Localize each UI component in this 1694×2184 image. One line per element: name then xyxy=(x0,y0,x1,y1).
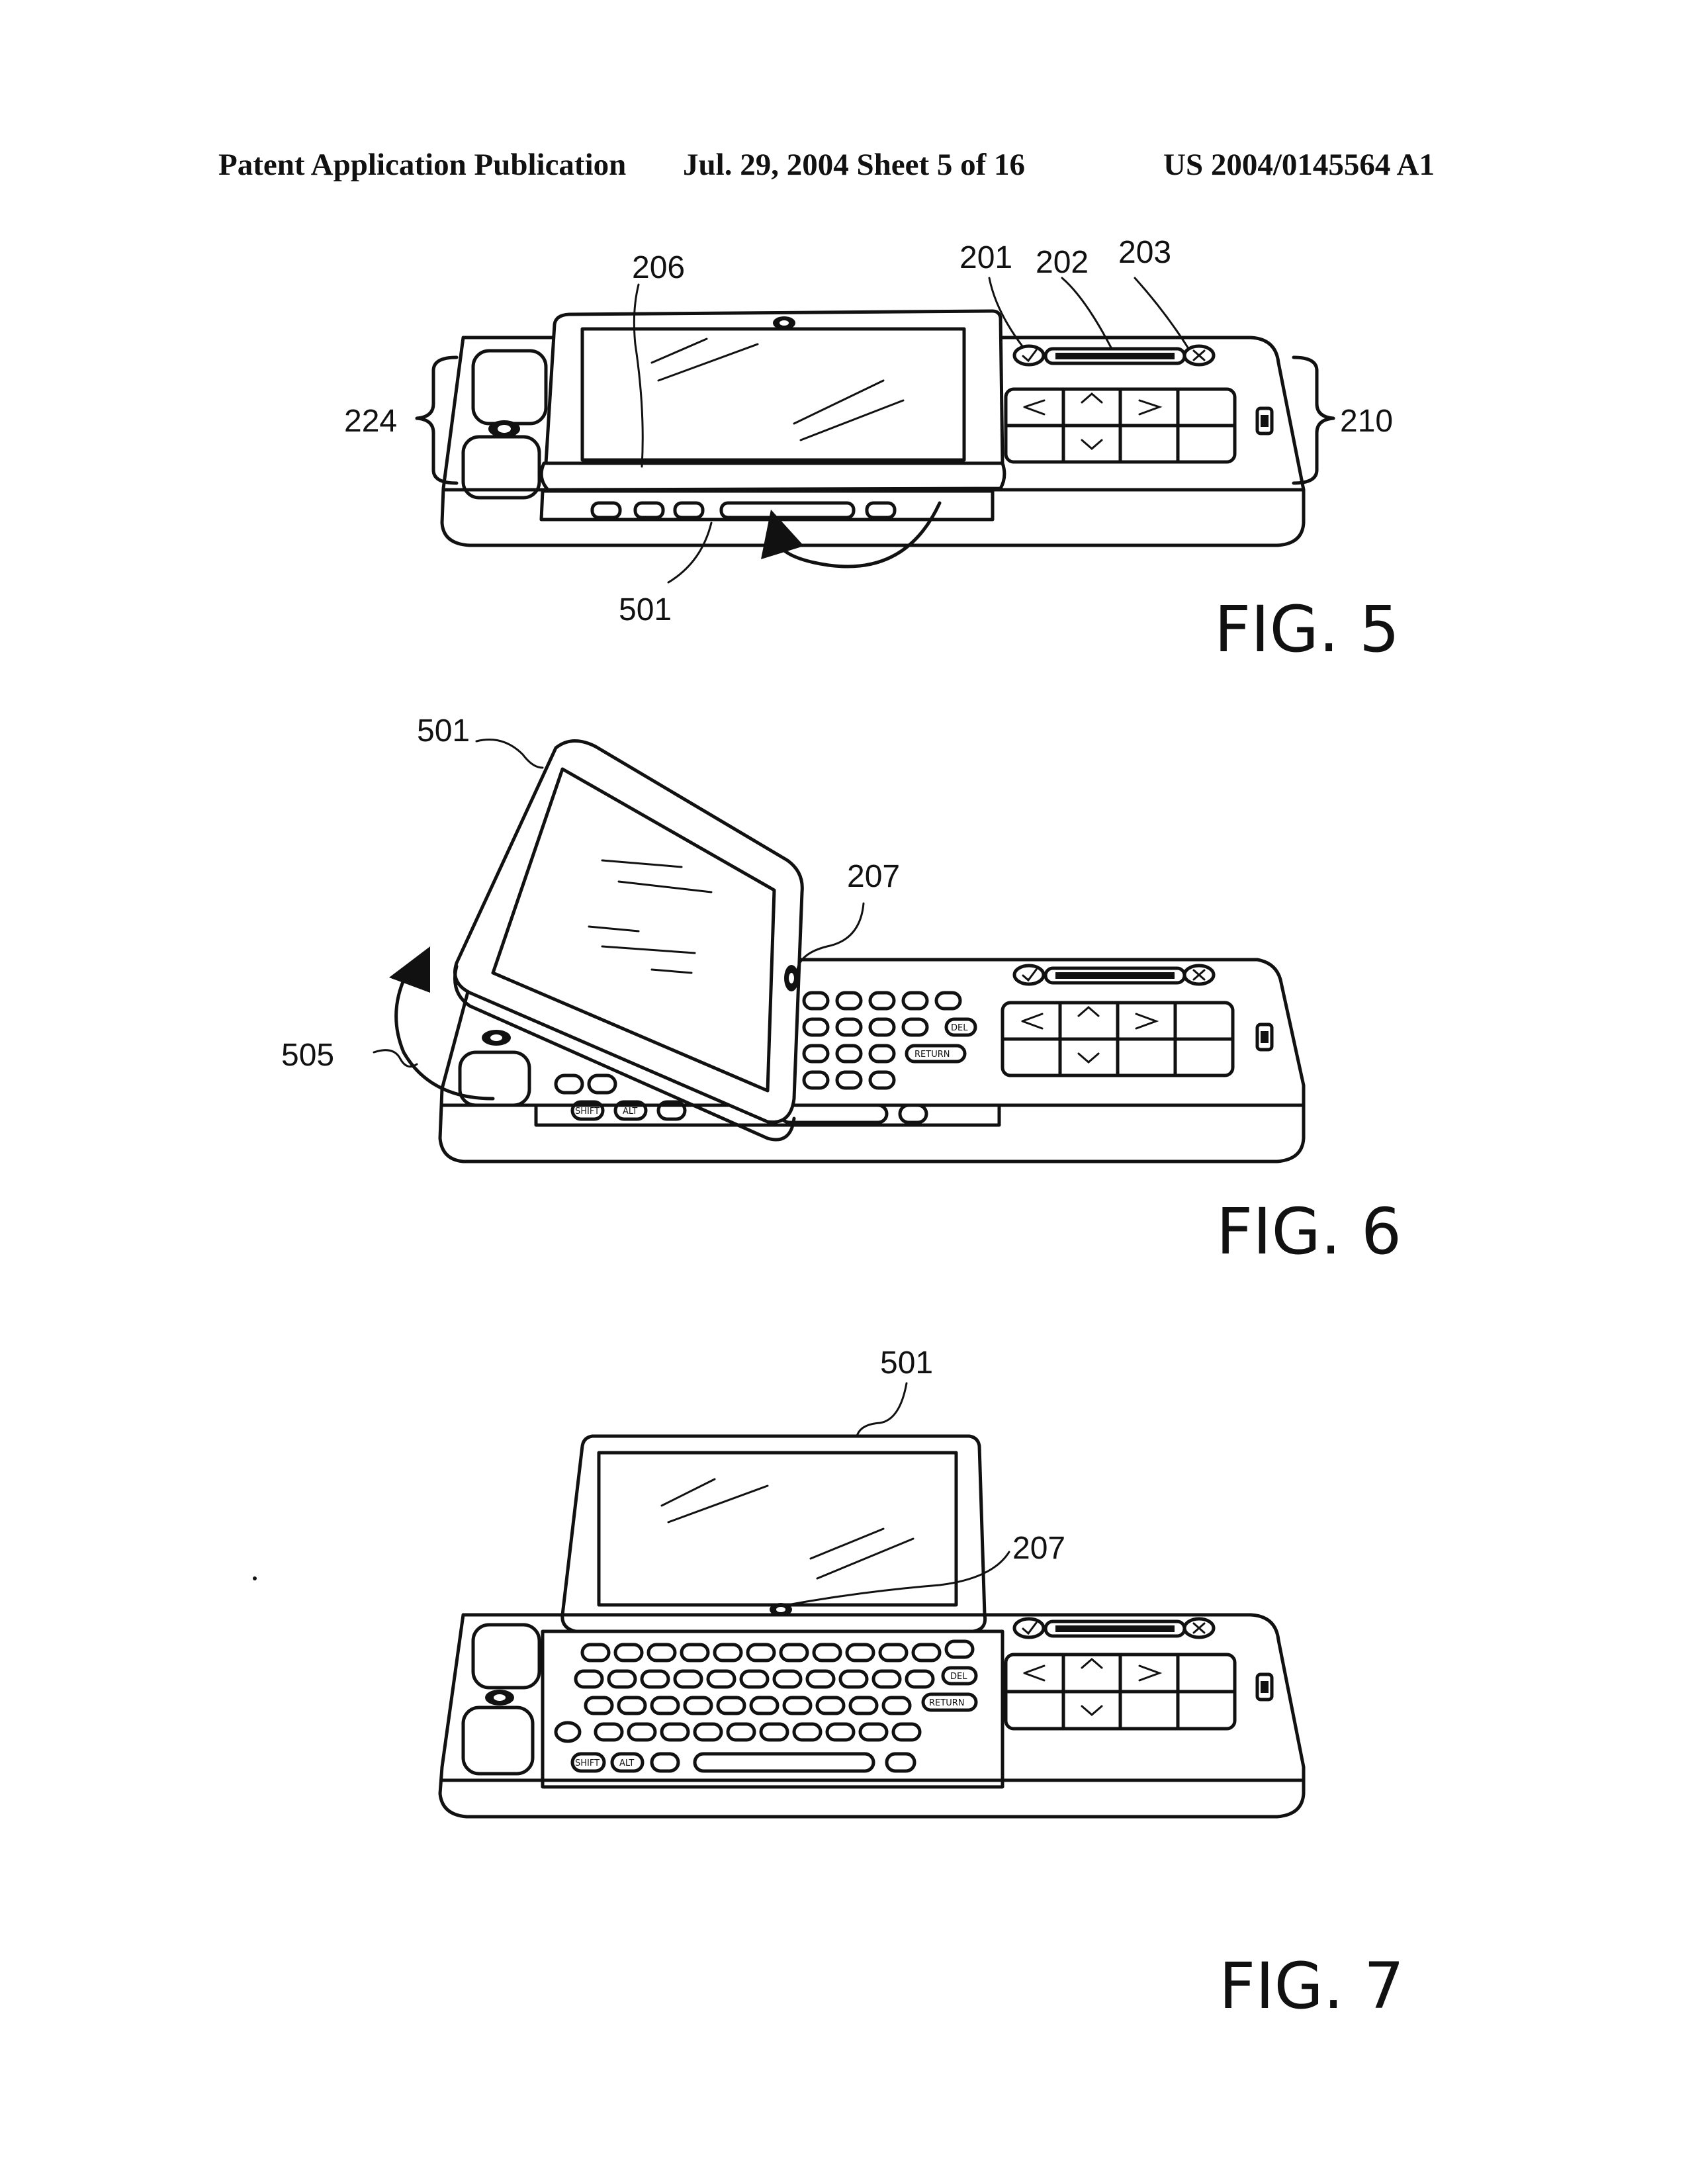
key-return-label: RETURN xyxy=(929,1698,964,1708)
up-arrow-icon xyxy=(1077,1006,1100,1017)
right-keypad xyxy=(1004,387,1274,464)
keyboard-row-3: RETURN xyxy=(584,1692,978,1715)
hinge-icon xyxy=(770,1603,792,1616)
top-strip xyxy=(1012,344,1216,367)
hinge-icon xyxy=(485,1690,514,1706)
display-unit xyxy=(453,739,804,1142)
key-del-label: DEL xyxy=(950,1672,967,1682)
ref-203: 203 xyxy=(1118,235,1171,270)
figure-7-drawing: DEL RETURN xyxy=(253,1345,1306,1819)
hinge-icon xyxy=(482,1030,511,1046)
x-icon xyxy=(1192,1622,1206,1634)
device-base xyxy=(438,958,1306,1163)
figure-label-5: FIG. 5 xyxy=(1214,592,1400,666)
key-shift-label: SHIFT xyxy=(575,1758,600,1768)
left-arrow-icon xyxy=(1021,1013,1044,1030)
down-arrow-icon xyxy=(1081,1705,1103,1716)
right-arrow-icon xyxy=(1135,1013,1159,1030)
hinge-icon xyxy=(488,420,520,437)
keyboard-row-5: SHIFT ALT xyxy=(570,1752,916,1773)
figure-label-6: FIG. 6 xyxy=(1216,1195,1402,1269)
device-base xyxy=(440,336,1306,547)
brace-224 xyxy=(415,355,459,485)
left-control-group xyxy=(461,1623,541,1776)
keyboard: DEL RETURN SHIFT ALT xyxy=(534,991,1001,1127)
publication-title: Patent Application Publication xyxy=(218,148,627,182)
hinge-icon xyxy=(773,316,795,330)
figure-6-drawing: DEL RETURN SHIFT ALT xyxy=(281,713,1306,1163)
ref-206: 206 xyxy=(632,250,685,285)
figure-label-7: FIG. 7 xyxy=(1219,1949,1405,2023)
publication-date-sheet: Jul. 29, 2004 Sheet 5 of 16 xyxy=(683,148,1025,182)
right-arrow-icon xyxy=(1138,399,1163,416)
right-keypad xyxy=(1004,1653,1274,1731)
up-arrow-icon xyxy=(1081,392,1103,404)
ref-201: 201 xyxy=(959,240,1012,275)
top-strip xyxy=(1012,964,1216,986)
key-alt-label: ALT xyxy=(619,1758,634,1768)
display-unit xyxy=(560,1434,987,1633)
brace-210 xyxy=(1292,355,1335,485)
ref-210: 210 xyxy=(1340,404,1393,439)
left-control-group xyxy=(461,349,548,500)
ref-501: 501 xyxy=(880,1345,933,1381)
top-strip xyxy=(1012,1617,1216,1639)
ref-224: 224 xyxy=(344,404,397,439)
ref-207: 207 xyxy=(1012,1531,1065,1566)
ref-207: 207 xyxy=(847,859,900,894)
key-del-label: DEL xyxy=(951,1023,968,1033)
rotation-arrow-icon xyxy=(389,946,495,1101)
x-icon xyxy=(1192,969,1206,981)
publication-number: US 2004/0145564 A1 xyxy=(1163,148,1435,182)
keyboard-row-1 xyxy=(580,1639,975,1662)
ref-501: 501 xyxy=(417,713,470,749)
right-keypad xyxy=(1001,1001,1274,1077)
keyboard-row-4 xyxy=(554,1721,922,1743)
rotation-arrow-icon xyxy=(761,501,942,569)
up-arrow-icon xyxy=(1081,1658,1103,1669)
display-unit xyxy=(539,309,1006,522)
check-icon xyxy=(1022,349,1038,363)
keyboard-row-2: DEL xyxy=(574,1666,978,1689)
key-alt-label: ALT xyxy=(623,1107,637,1116)
right-arrow-icon xyxy=(1138,1664,1163,1682)
hinge-icon xyxy=(784,965,799,991)
check-icon xyxy=(1022,1621,1038,1635)
left-arrow-icon xyxy=(1023,399,1046,416)
ref-505: 505 xyxy=(281,1038,334,1073)
ref-202: 202 xyxy=(1036,245,1089,280)
keyboard: DEL RETURN xyxy=(541,1629,1004,1789)
key-shift-label: SHIFT xyxy=(575,1107,600,1116)
down-arrow-icon xyxy=(1081,439,1103,450)
down-arrow-icon xyxy=(1077,1052,1100,1064)
left-arrow-icon xyxy=(1023,1664,1046,1682)
device-base xyxy=(438,1613,1306,1819)
check-icon xyxy=(1022,968,1038,982)
key-return-label: RETURN xyxy=(914,1050,950,1060)
ref-501: 501 xyxy=(619,592,672,627)
figure-5-drawing: 206 201 202 203 224 210 501 xyxy=(344,235,1393,627)
x-icon xyxy=(1192,349,1206,361)
